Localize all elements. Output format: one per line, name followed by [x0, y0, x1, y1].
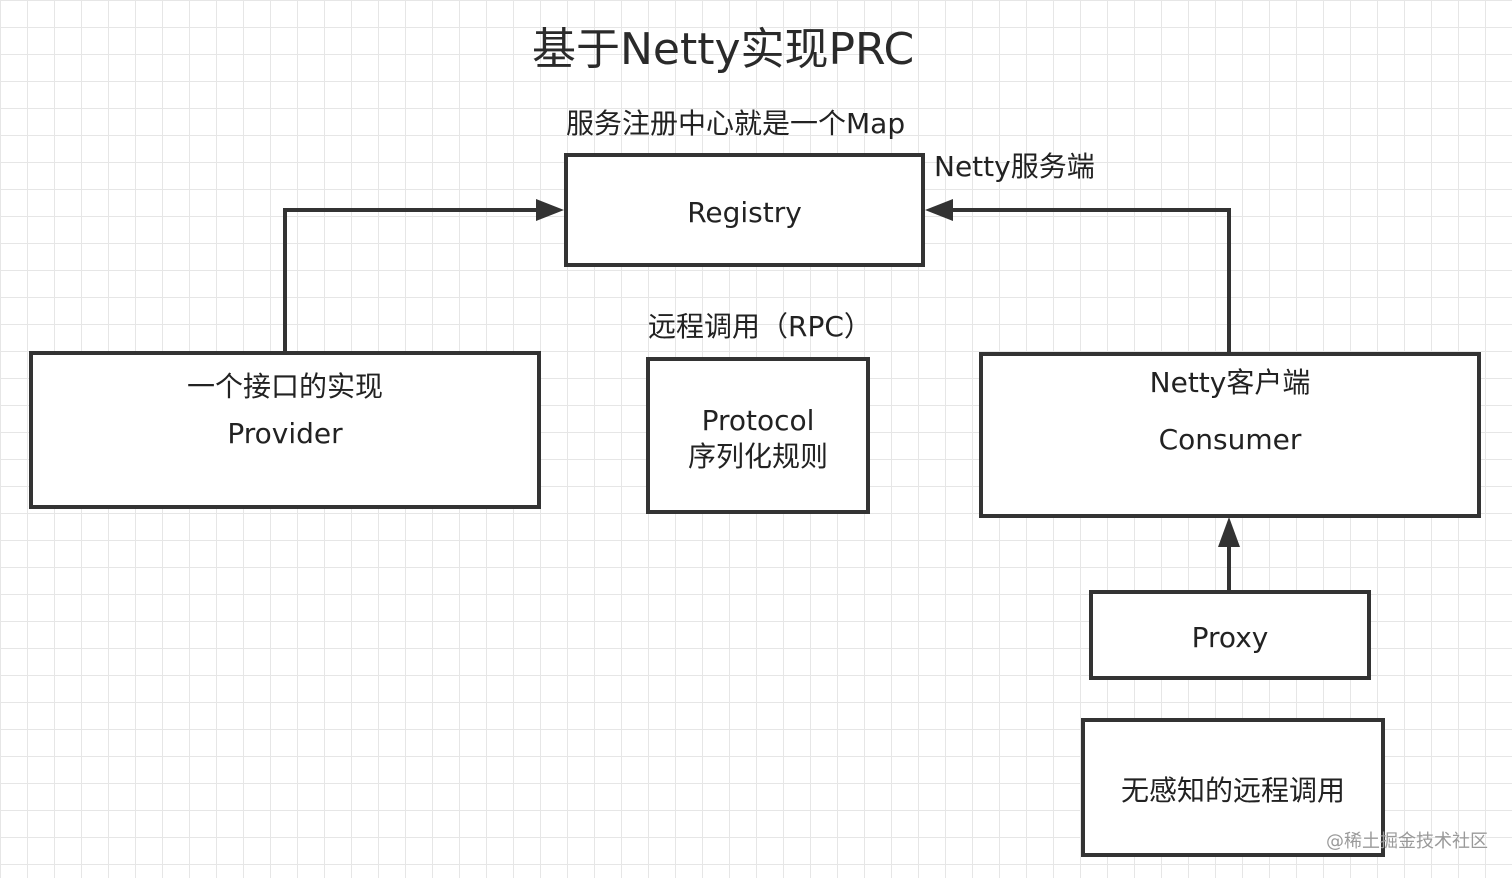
protocol-node[interactable]: Protocol 序列化规则	[646, 357, 870, 514]
protocol-description: 序列化规则	[687, 440, 828, 473]
diagram-title: 基于Netty实现PRC	[532, 24, 915, 75]
proxy-node[interactable]: Proxy	[1089, 590, 1371, 680]
edge-provider-to-registry	[283, 208, 540, 352]
watermark: @稀土掘金技术社区	[1326, 831, 1488, 852]
registry-node[interactable]: Registry	[564, 153, 925, 267]
provider-node[interactable]: 一个接口的实现 Provider	[29, 351, 541, 509]
proxy-label: Proxy	[1191, 621, 1269, 654]
transparent-call-label: 无感知的远程调用	[1120, 774, 1345, 807]
arrowhead-provider-to-registry	[536, 199, 564, 221]
arrowhead-consumer-to-registry	[925, 199, 953, 221]
protocol-label: Protocol	[701, 404, 815, 437]
consumer-node[interactable]: Netty客户端 Consumer	[979, 352, 1481, 518]
consumer-label: Consumer	[1158, 423, 1302, 456]
registry-annotation: 服务注册中心就是一个Map	[566, 107, 906, 140]
rpc-annotation: 远程调用（RPC）	[648, 310, 872, 343]
provider-description: 一个接口的实现	[186, 370, 383, 403]
edge-consumer-to-registry	[950, 208, 1231, 352]
registry-label: Registry	[687, 196, 802, 229]
transparent-call-node[interactable]: 无感知的远程调用	[1081, 718, 1385, 857]
provider-label: Provider	[227, 417, 343, 450]
netty-server-annotation: Netty服务端	[934, 150, 1095, 183]
arrowhead-proxy-to-consumer	[1218, 517, 1240, 547]
consumer-description: Netty客户端	[1149, 366, 1311, 399]
